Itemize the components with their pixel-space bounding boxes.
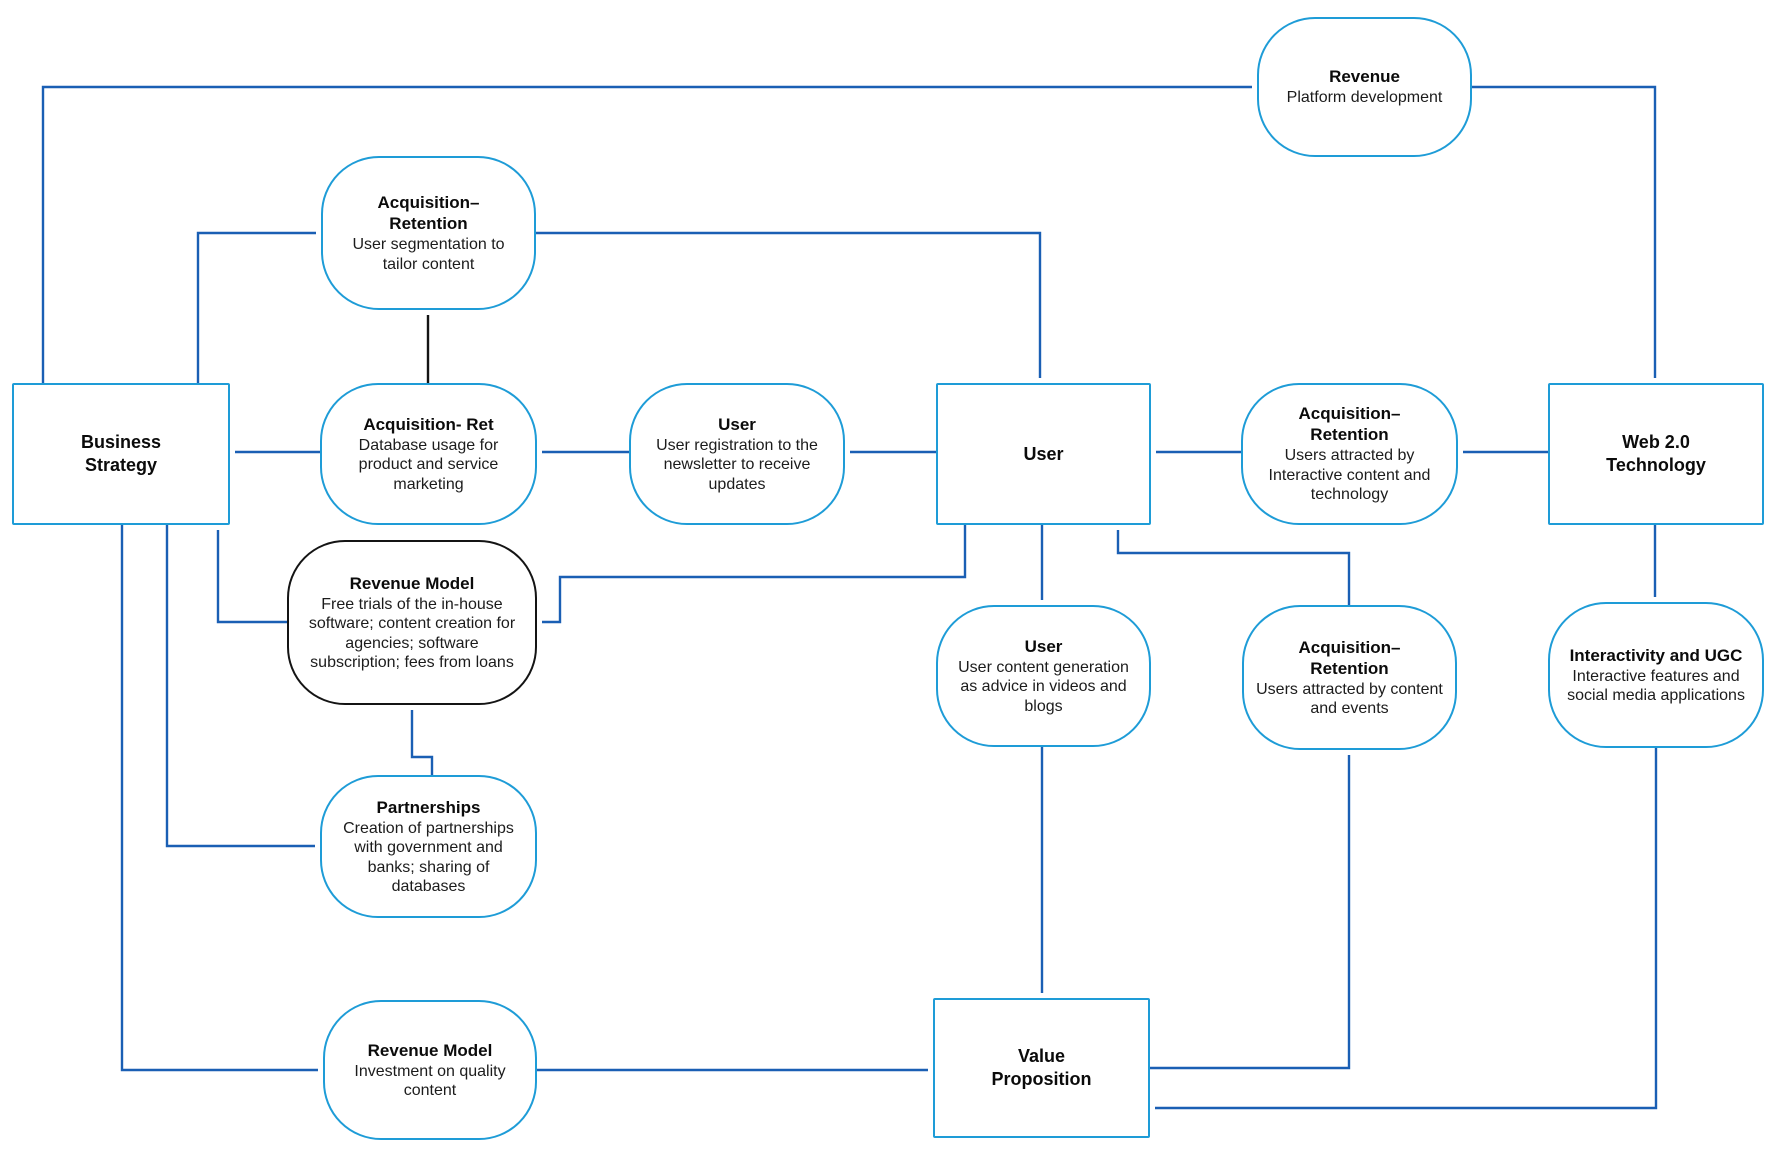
edge-revenue-platform-to-web20: [1472, 85, 1657, 378]
node-title: User: [1023, 443, 1064, 464]
node-title: Value Proposition: [991, 1046, 1092, 1089]
node-user-registration: User User registration to the newsletter…: [629, 383, 845, 525]
node-partnerships: Partnerships Creation of partnerships wi…: [320, 775, 537, 918]
node-title: Revenue: [1329, 67, 1400, 87]
node-business-strategy: Business Strategy: [12, 383, 230, 525]
node-revenue-model-free-trials: Revenue Model Free trials of the in-hous…: [287, 540, 537, 705]
node-interactivity-ugc: Interactivity and UGC Interactive featur…: [1548, 602, 1764, 748]
edge-business-strategy-to-revenue-model-investment: [120, 525, 318, 1072]
node-title: Interactivity and UGC: [1569, 645, 1743, 665]
node-subtext: Users attracted by Interactive content a…: [1268, 447, 1431, 504]
node-revenue-model-investment: Revenue Model Investment on quality cont…: [323, 1000, 537, 1140]
node-subtext: Creation of partnerships with government…: [343, 819, 514, 896]
edge-value-proposition-to-acq-ret-events: [1150, 755, 1351, 1070]
node-subtext: Users attracted by content and events: [1256, 680, 1443, 718]
node-title: Acquisition- Ret: [363, 414, 494, 434]
node-subtext: User registration to the newsletter to r…: [656, 436, 818, 493]
node-title: Revenue Model: [367, 1040, 493, 1060]
edge-business-strategy-to-acq-ret-top: [196, 231, 316, 383]
node-title: User: [718, 414, 756, 434]
node-title: Acquisition– Retention: [377, 193, 480, 233]
node-title: Business Strategy: [80, 432, 162, 475]
node-revenue-platform: Revenue Platform development: [1257, 17, 1472, 157]
edge-revenue-model-free-to-business-strategy: [216, 530, 287, 624]
node-subtext: Interactive features and social media ap…: [1567, 667, 1745, 705]
node-acquisition-retention-top: Acquisition– Retention User segmentation…: [321, 156, 536, 310]
node-user: User: [936, 383, 1151, 525]
node-subtext: Free trials of the in-house software; co…: [308, 595, 516, 672]
edge-business-strategy-to-partnerships: [165, 525, 315, 848]
edge-partnerships-to-revenue-model-free: [410, 710, 434, 775]
node-subtext: Database usage for product and service m…: [358, 436, 499, 493]
node-acquisition-retention-interactive: Acquisition– Retention Users attracted b…: [1241, 383, 1458, 525]
node-title: Revenue Model: [349, 573, 475, 593]
node-subtext: Platform development: [1286, 89, 1443, 107]
node-user-content: User User content generation as advice i…: [936, 605, 1151, 747]
edge-acq-ret-events-to-user: [1116, 530, 1351, 605]
node-title: Partnerships: [376, 797, 481, 817]
edge-interactivity-ugc-to-value-proposition: [1155, 748, 1658, 1110]
node-subtext: Investment on quality content: [354, 1062, 506, 1100]
node-value-proposition: Value Proposition: [933, 998, 1150, 1138]
edge-user-to-revenue-model-free: [542, 525, 967, 624]
node-acquisition-ret-middle: Acquisition- Ret Database usage for prod…: [320, 383, 537, 525]
edge-acq-ret-top-to-user: [536, 231, 1042, 378]
node-title: Web 2.0 Technology: [1606, 432, 1706, 475]
node-title: Acquisition– Retention: [1298, 637, 1401, 678]
node-subtext: User content generation as advice in vid…: [958, 658, 1129, 715]
node-subtext: User segmentation to tailor content: [352, 236, 505, 273]
node-web20-technology: Web 2.0 Technology: [1548, 383, 1764, 525]
edge-business-strategy-to-revenue-platform: [41, 85, 1252, 383]
node-title: User: [1024, 636, 1063, 656]
node-acquisition-retention-events: Acquisition– Retention Users attracted b…: [1242, 605, 1457, 750]
node-title: Acquisition– Retention: [1298, 404, 1401, 445]
